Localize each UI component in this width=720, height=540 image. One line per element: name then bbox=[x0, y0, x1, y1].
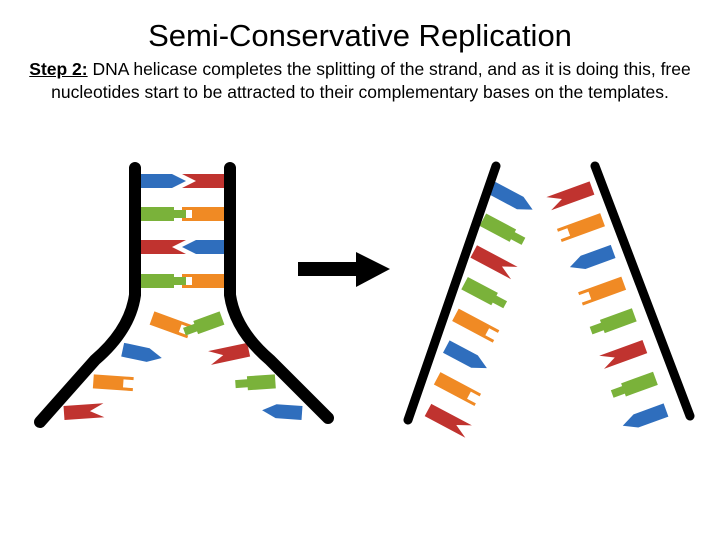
unzipping-dna-fork bbox=[34, 162, 334, 428]
step-label: Step 2: bbox=[29, 59, 88, 79]
fork-left-arm-base bbox=[149, 311, 192, 339]
separated-right-backbone bbox=[590, 161, 695, 421]
free-nucleotide-right bbox=[589, 308, 637, 335]
step-text: DNA helicase completes the splitting of … bbox=[51, 59, 691, 102]
free-nucleotide-left bbox=[470, 245, 518, 280]
separated-left-backbone bbox=[403, 161, 501, 425]
ladder-base-left bbox=[140, 240, 186, 254]
right-template-backbone bbox=[224, 162, 334, 424]
fork-right-arm-base bbox=[262, 404, 303, 420]
fork-left-arm-base bbox=[92, 374, 134, 392]
ladder-base-left bbox=[140, 174, 186, 188]
fork-right-arm-base bbox=[208, 342, 251, 365]
free-nucleotide-right bbox=[569, 244, 616, 269]
free-nucleotide-right bbox=[578, 276, 627, 306]
fork-left-arm-base bbox=[63, 403, 105, 420]
free-nucleotide-right bbox=[610, 371, 658, 398]
arrow-shaft bbox=[298, 262, 358, 276]
fork-right-arm-base bbox=[235, 374, 276, 391]
free-nucleotide-right bbox=[622, 403, 669, 428]
free-nucleotide-left bbox=[479, 213, 526, 245]
free-nucleotide-left bbox=[461, 276, 508, 309]
step-description: Step 2: DNA helicase completes the split… bbox=[20, 58, 700, 104]
process-arrow bbox=[298, 252, 390, 287]
free-nucleotide-left bbox=[442, 340, 487, 369]
left-template-backbone bbox=[34, 162, 141, 428]
free-nucleotide-left bbox=[452, 308, 500, 343]
ladder-base-right bbox=[182, 240, 228, 254]
free-nucleotide-left bbox=[433, 372, 482, 407]
free-nucleotide-right bbox=[546, 181, 595, 211]
ladder-base-right bbox=[182, 274, 228, 288]
ladder-base-right bbox=[182, 174, 228, 188]
arrow-head bbox=[356, 252, 390, 287]
free-nucleotide-right bbox=[556, 213, 605, 243]
separated-templates-with-nucleotides bbox=[403, 161, 695, 438]
free-nucleotide-right bbox=[599, 339, 648, 369]
free-nucleotide-left bbox=[424, 403, 472, 438]
fork-left-arm-base bbox=[121, 342, 162, 362]
free-nucleotide-left bbox=[488, 181, 533, 210]
slide-title: Semi-Conservative Replication bbox=[148, 18, 572, 53]
ladder-base-left bbox=[140, 207, 186, 221]
ladder-base-right bbox=[182, 207, 228, 221]
fork-right-arm-base bbox=[183, 311, 225, 336]
ladder-base-left bbox=[140, 274, 186, 288]
